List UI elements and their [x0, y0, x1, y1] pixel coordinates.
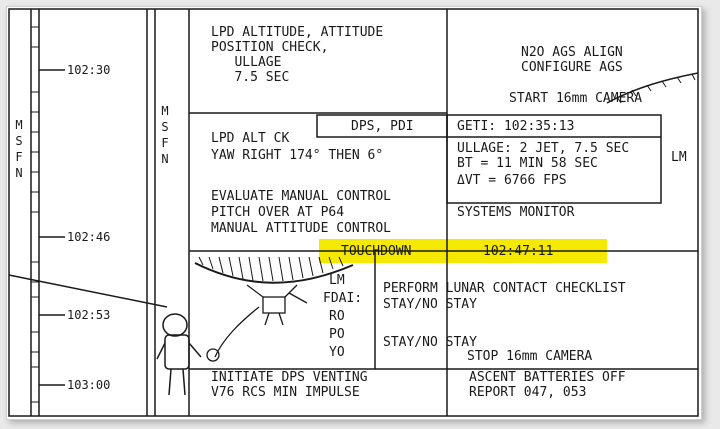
- fdai-yo: YO: [329, 345, 345, 360]
- ascent-batteries-off: ASCENT BATTERIES OFF: [469, 370, 626, 385]
- dps-pdi: DPS, PDI: [351, 119, 414, 134]
- lpd-altitude-line-4: 7.5 SEC: [211, 70, 290, 85]
- lpd-altitude-line-2: POSITION CHECK,: [211, 40, 329, 55]
- delta-v-line: ΔVT = 6766 FPS: [457, 173, 567, 188]
- initiate-dps-venting: INITIATE DPS VENTING: [211, 370, 368, 385]
- fdai-ro: RO: [329, 309, 345, 324]
- time-102-30: 102:30: [67, 63, 111, 77]
- lpd-altitude-line-1: LPD ALTITUDE, ATTITUDE: [211, 25, 384, 40]
- evaluate-line-1: EVALUATE MANUAL CONTROL: [211, 189, 392, 204]
- yaw-right: YAW RIGHT 174° THEN 6°: [211, 148, 384, 163]
- configure-ags: CONFIGURE AGS: [521, 60, 623, 75]
- lpd-alt-ck: LPD ALT CK: [211, 131, 290, 146]
- stay-no-stay-1: STAY/NO STAY: [383, 297, 477, 312]
- report-047-053: REPORT 047, 053: [469, 385, 587, 400]
- touchdown-time: 102:47:11: [483, 244, 554, 259]
- fdai-label: FDAI:: [323, 291, 363, 306]
- touchdown-label: TOUCHDOWN: [341, 244, 412, 259]
- msfn-right-label: MSFN: [161, 104, 169, 166]
- start-camera: START 16mm CAMERA: [509, 91, 643, 106]
- v76-rcs: V76 RCS MIN IMPULSE: [211, 385, 360, 400]
- perform-checklist: PERFORM LUNAR CONTACT CHECKLIST: [383, 281, 626, 296]
- time-103-00: 103:00: [67, 378, 111, 392]
- n2o-ags-align: N2O AGS ALIGN: [521, 45, 623, 60]
- stay-no-stay-2: STAY/NO STAY: [383, 335, 477, 350]
- fdai-lm: LM: [329, 273, 345, 288]
- stop-camera: STOP 16mm CAMERA: [467, 349, 593, 364]
- fdai-po: PO: [329, 327, 345, 342]
- lpd-altitude-line-3: ULLAGE: [211, 55, 282, 70]
- evaluate-line-3: MANUAL ATTITUDE CONTROL: [211, 221, 392, 236]
- checklist-sheet: MSFN MSFN 102:30 102:46 102:53 103:00 LP…: [6, 6, 702, 420]
- msfn-left-label: MSFN: [15, 118, 23, 180]
- time-102-53: 102:53: [67, 308, 111, 322]
- astronaut-figure: [156, 313, 202, 396]
- time-102-46: 102:46: [67, 230, 111, 244]
- evaluate-line-2: PITCH OVER AT P64: [211, 205, 345, 220]
- grid-lines: [8, 8, 699, 417]
- lm-label: LM: [671, 150, 687, 165]
- geti: GETI: 102:35:13: [457, 119, 575, 134]
- systems-monitor: SYSTEMS MONITOR: [457, 205, 575, 220]
- ullage-line: ULLAGE: 2 JET, 7.5 SEC: [457, 141, 630, 156]
- bt-line: BT = 11 MIN 58 SEC: [457, 156, 598, 171]
